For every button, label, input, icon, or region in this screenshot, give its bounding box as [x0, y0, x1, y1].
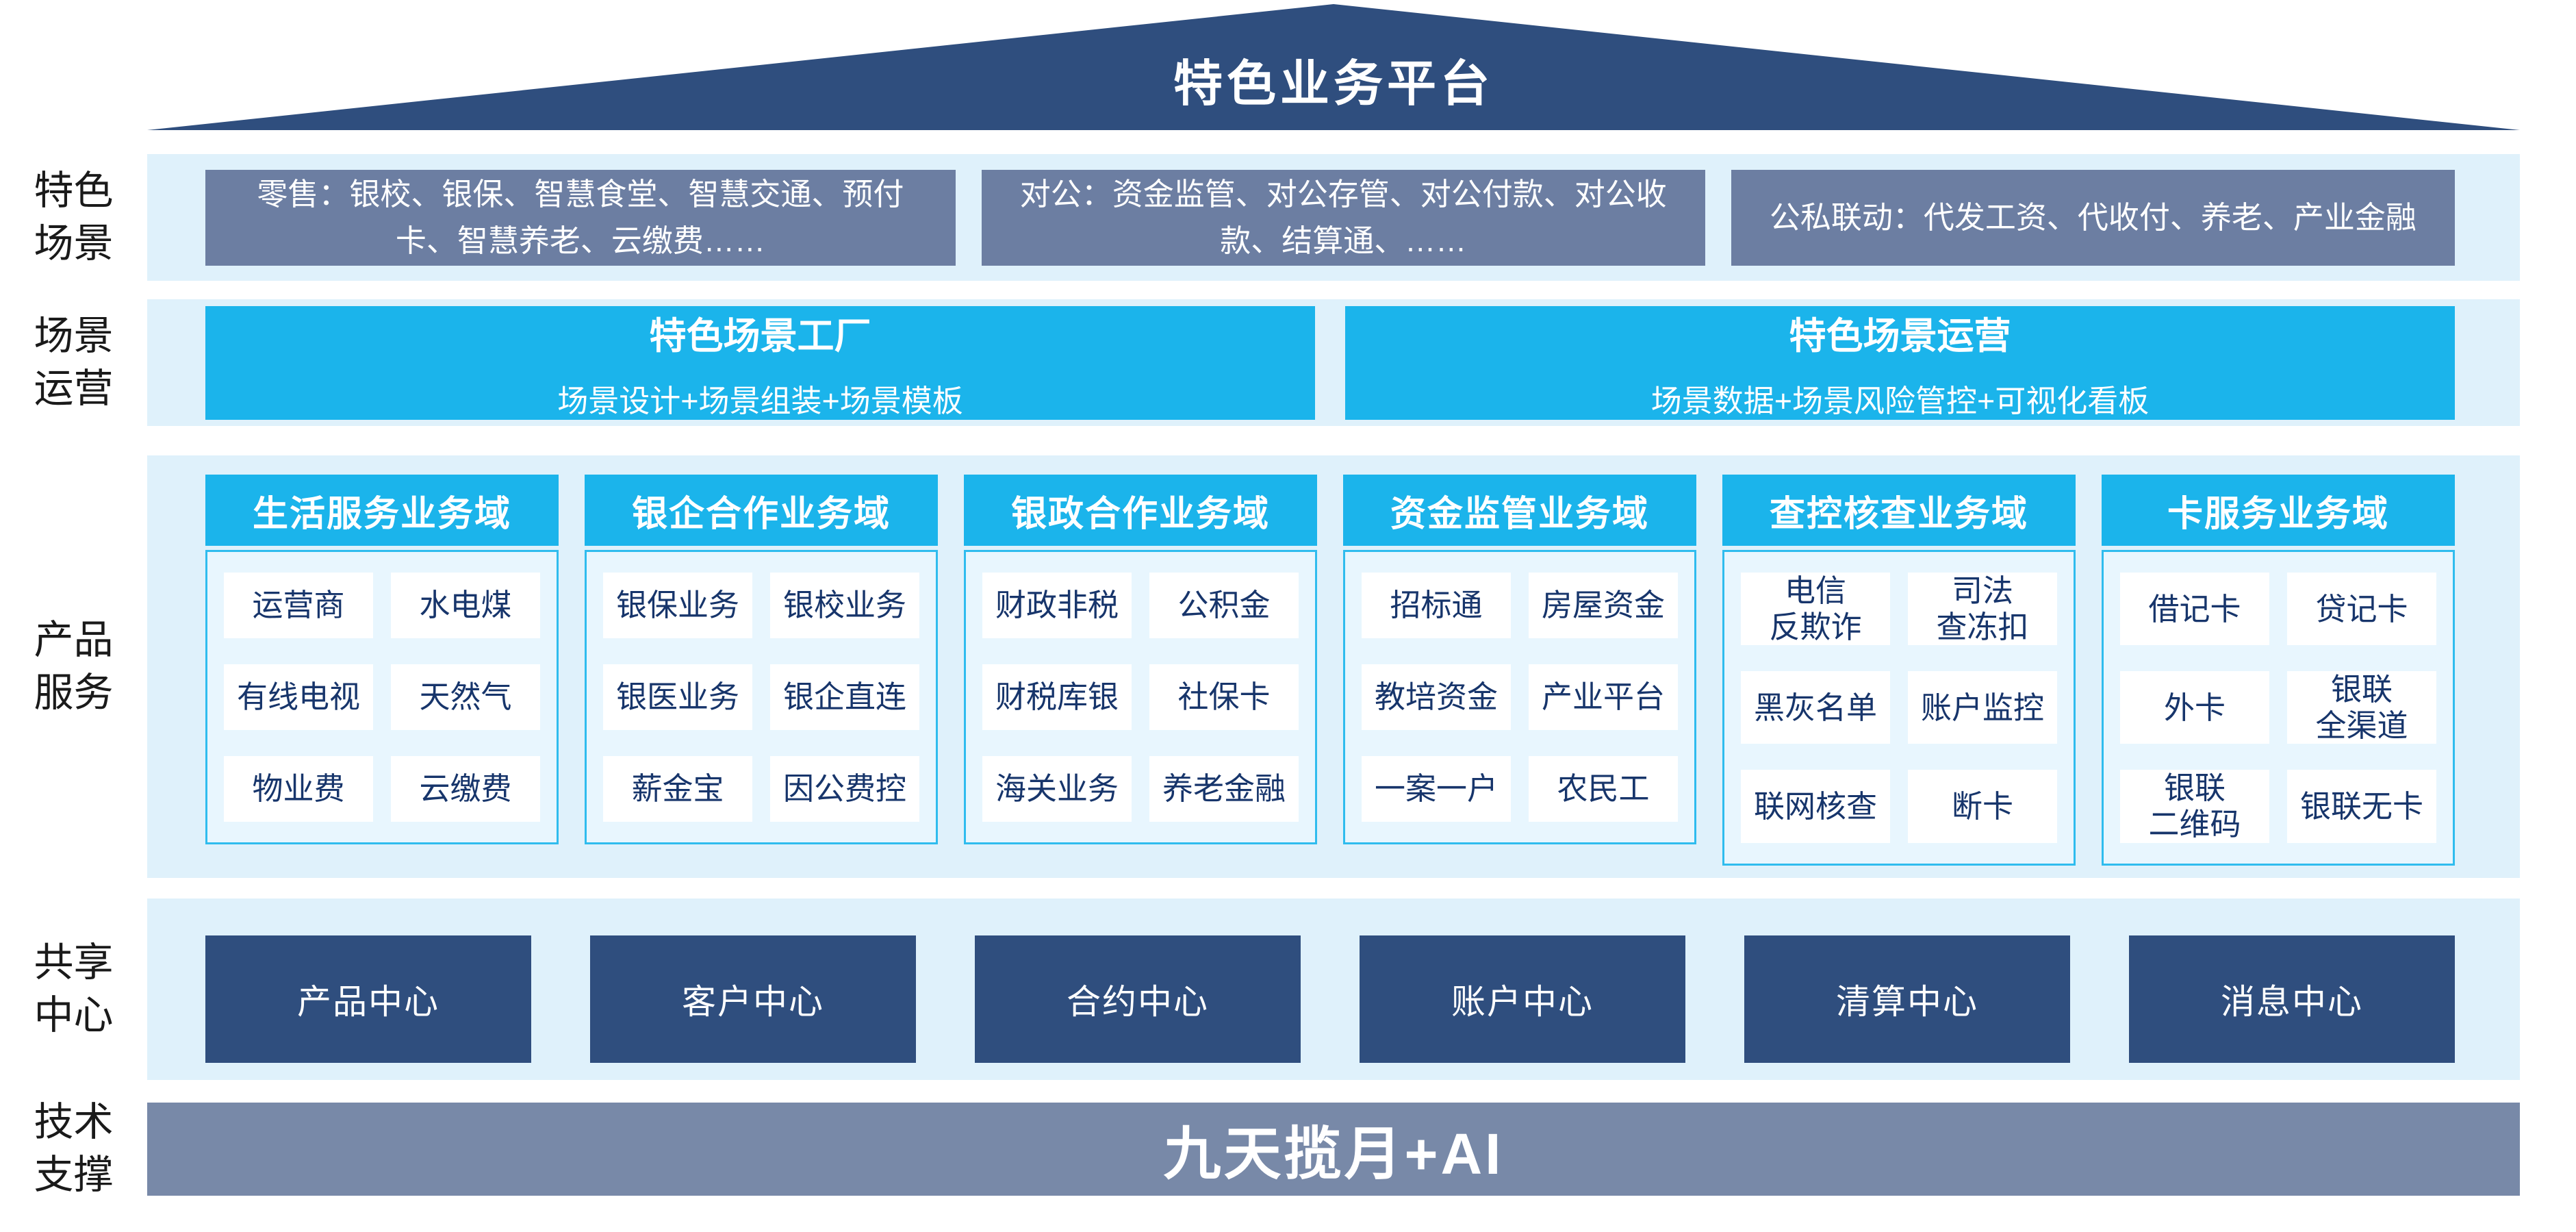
service-cell: 财税库银 — [982, 664, 1132, 730]
service-cell: 房屋资金 — [1529, 573, 1678, 638]
operation-box-ops: 特色场景运营 场景数据+场景风险管控+可视化看板 — [1345, 305, 2455, 420]
service-cell: 水电煤 — [391, 573, 540, 638]
service-cell: 断卡 — [1908, 770, 2057, 843]
shared-center-product: 产品中心 — [205, 935, 531, 1063]
domain-body: 运营商 水电煤 有线电视 天然气 物业费 云缴费 — [205, 550, 559, 844]
service-cell: 公积金 — [1149, 573, 1299, 638]
shared-center-clearing: 清算中心 — [1744, 935, 2070, 1063]
scene-box-corporate: 对公：资金监管、对公存管、对公付款、对公收款、结算通、…… — [981, 169, 1705, 266]
side-label-operation: 场景 运营 — [34, 313, 114, 411]
side-label-tech: 技术 支撑 — [34, 1100, 114, 1197]
domain-column-fund-supervision: 资金监管业务域 招标通 房屋资金 教培资金 产业平台 一案一户 农民工 — [1343, 475, 1696, 844]
service-cell: 薪金宝 — [603, 756, 752, 822]
operation-box-title: 特色场景工厂 — [649, 315, 871, 357]
scene-box-retail: 零售：银校、银保、智慧食堂、智慧交通、预付卡、智慧养老、云缴费…… — [205, 169, 956, 266]
service-cell: 有线电视 — [224, 664, 373, 730]
domain-column-card-services: 卡服务业务域 借记卡 贷记卡 外卡 银联 全渠道 银联 二维码 银联无卡 — [2102, 475, 2455, 866]
side-label-scenes: 特色 场景 — [34, 168, 114, 266]
service-cell: 财政非税 — [982, 573, 1132, 638]
service-cell: 海关业务 — [982, 756, 1132, 822]
domain-header: 卡服务业务域 — [2102, 475, 2455, 546]
domain-header: 查控核查业务域 — [1722, 475, 2076, 546]
service-cell: 借记卡 — [2120, 573, 2269, 646]
operation-box-subtitle: 场景数据+场景风险管控+可视化看板 — [1650, 383, 2150, 418]
platform-title: 特色业务平台 — [1173, 57, 1494, 112]
service-cell: 账户监控 — [1908, 671, 2057, 744]
service-cell: 银校业务 — [770, 573, 919, 638]
domain-column-life-services: 生活服务业务域 运营商 水电煤 有线电视 天然气 物业费 云缴费 — [205, 475, 559, 844]
operation-box-subtitle: 场景设计+场景组装+场景模板 — [557, 383, 963, 418]
scenes-band: 零售：银校、银保、智慧食堂、智慧交通、预付卡、智慧养老、云缴费…… 对公：资金监… — [147, 154, 2520, 281]
service-cell: 司法 查冻扣 — [1908, 573, 2057, 646]
service-cell: 外卡 — [2120, 671, 2269, 744]
service-cell: 物业费 — [224, 756, 373, 822]
tech-support-bar: 九天揽月+AI — [147, 1103, 2520, 1196]
domain-body: 银保业务 银校业务 银医业务 银企直连 薪金宝 因公费控 — [585, 550, 938, 844]
platform-roof: 特色业务平台 — [147, 4, 2520, 130]
service-cell: 农民工 — [1529, 756, 1678, 822]
operation-box-factory: 特色场景工厂 场景设计+场景组装+场景模板 — [205, 305, 1315, 420]
service-cell: 社保卡 — [1149, 664, 1299, 730]
domain-body: 借记卡 贷记卡 外卡 银联 全渠道 银联 二维码 银联无卡 — [2102, 550, 2455, 866]
service-cell: 银企直连 — [770, 664, 919, 730]
domain-column-bank-government: 银政合作业务域 财政非税 公积金 财税库银 社保卡 海关业务 养老金融 — [964, 475, 1317, 844]
shared-band: 产品中心 客户中心 合约中心 账户中心 清算中心 消息中心 — [147, 898, 2520, 1080]
domain-body: 财政非税 公积金 财税库银 社保卡 海关业务 养老金融 — [964, 550, 1317, 844]
shared-center-contract: 合约中心 — [975, 935, 1301, 1063]
operation-box-title: 特色场景运营 — [1789, 315, 2011, 357]
service-cell: 联网核查 — [1741, 770, 1890, 843]
service-cell: 云缴费 — [391, 756, 540, 822]
service-cell: 银联 全渠道 — [2287, 671, 2436, 744]
service-cell: 产业平台 — [1529, 664, 1678, 730]
scene-box-linkage: 公私联动：代发工资、代收付、养老、产业金融 — [1731, 169, 2455, 266]
domain-header: 资金监管业务域 — [1343, 475, 1696, 546]
service-cell: 黑灰名单 — [1741, 671, 1890, 744]
shared-center-message: 消息中心 — [2129, 935, 2455, 1063]
service-cell: 银医业务 — [603, 664, 752, 730]
service-cell: 天然气 — [391, 664, 540, 730]
domain-header: 银企合作业务域 — [585, 475, 938, 546]
domain-column-bank-enterprise: 银企合作业务域 银保业务 银校业务 银医业务 银企直连 薪金宝 因公费控 — [585, 475, 938, 844]
service-cell: 贷记卡 — [2287, 573, 2436, 646]
service-cell: 养老金融 — [1149, 756, 1299, 822]
side-label-products: 产品 服务 — [34, 617, 114, 715]
service-cell: 电信 反欺诈 — [1741, 573, 1890, 646]
service-cell: 银联无卡 — [2287, 770, 2436, 843]
domain-body: 招标通 房屋资金 教培资金 产业平台 一案一户 农民工 — [1343, 550, 1696, 844]
service-cell: 一案一户 — [1362, 756, 1511, 822]
shared-center-customer: 客户中心 — [590, 935, 916, 1063]
side-label-shared: 共享 中心 — [34, 940, 114, 1038]
service-cell: 运营商 — [224, 573, 373, 638]
products-band: 生活服务业务域 运营商 水电煤 有线电视 天然气 物业费 云缴费 银企合作业务域… — [147, 455, 2520, 878]
operation-band: 特色场景工厂 场景设计+场景组装+场景模板 特色场景运营 场景数据+场景风险管控… — [147, 299, 2520, 426]
domain-body: 电信 反欺诈 司法 查冻扣 黑灰名单 账户监控 联网核查 断卡 — [1722, 550, 2076, 866]
service-cell: 银联 二维码 — [2120, 770, 2269, 843]
service-cell: 招标通 — [1362, 573, 1511, 638]
domain-header: 银政合作业务域 — [964, 475, 1317, 546]
shared-center-account: 账户中心 — [1360, 935, 1685, 1063]
service-cell: 因公费控 — [770, 756, 919, 822]
domain-header: 生活服务业务域 — [205, 475, 559, 546]
domain-column-check-verification: 查控核查业务域 电信 反欺诈 司法 查冻扣 黑灰名单 账户监控 联网核查 断卡 — [1722, 475, 2076, 866]
service-cell: 教培资金 — [1362, 664, 1511, 730]
service-cell: 银保业务 — [603, 573, 752, 638]
